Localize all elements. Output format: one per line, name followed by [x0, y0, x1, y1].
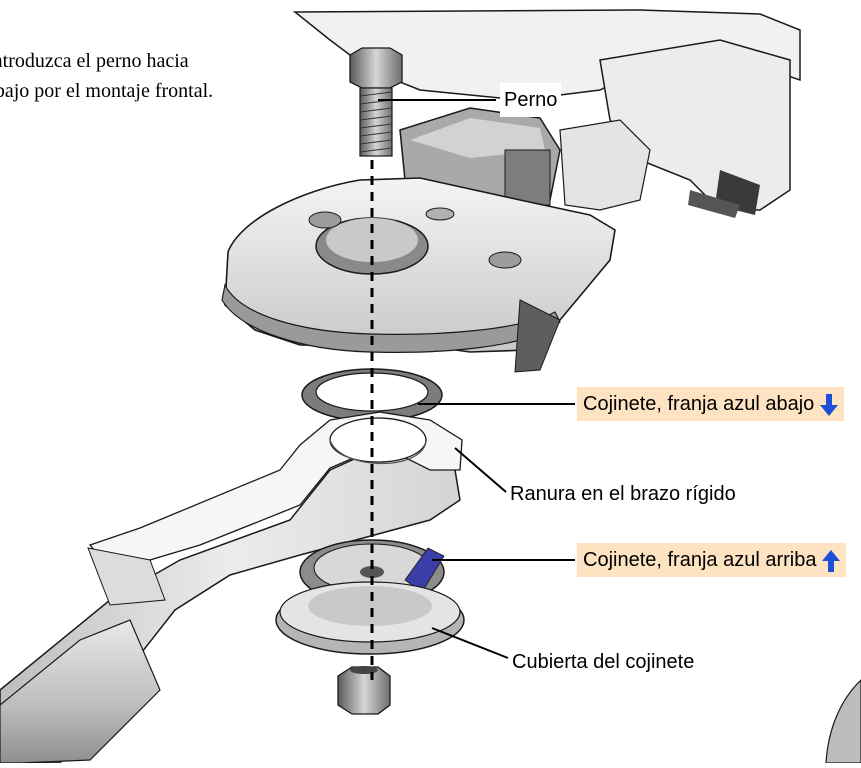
callout-bearing-top-text: Cojinete, franja azul abajo — [583, 393, 815, 415]
instruction-line-1: Introduzca el perno hacia — [0, 50, 189, 72]
arrow-down-icon — [820, 393, 839, 416]
frame-body — [292, 9, 801, 218]
bearing-cover — [275, 581, 465, 655]
wheel-edge — [825, 679, 861, 764]
callout-bearing-bottom-text: Cojinete, franja azul arriba — [583, 549, 817, 571]
bolt — [349, 47, 403, 157]
instruction-line-2: abajo por el montaje frontal. — [0, 80, 214, 102]
instruction-text: Introduzca el perno hacia abajo por el m… — [0, 46, 300, 106]
callout-slot: Ranura en el brazo rígido — [510, 483, 736, 505]
callout-bolt: Perno — [500, 83, 562, 117]
callout-cover: Cubierta del cojinete — [512, 651, 695, 673]
nut — [337, 666, 391, 715]
rigid-arm — [0, 411, 463, 764]
leader-lines — [378, 99, 575, 659]
arrow-up-icon — [822, 549, 841, 572]
front-mount — [221, 177, 616, 373]
callout-bearing-top: Cojinete, franja azul abajo — [577, 387, 845, 421]
callout-bearing-bottom: Cojinete, franja azul arriba — [577, 543, 847, 577]
